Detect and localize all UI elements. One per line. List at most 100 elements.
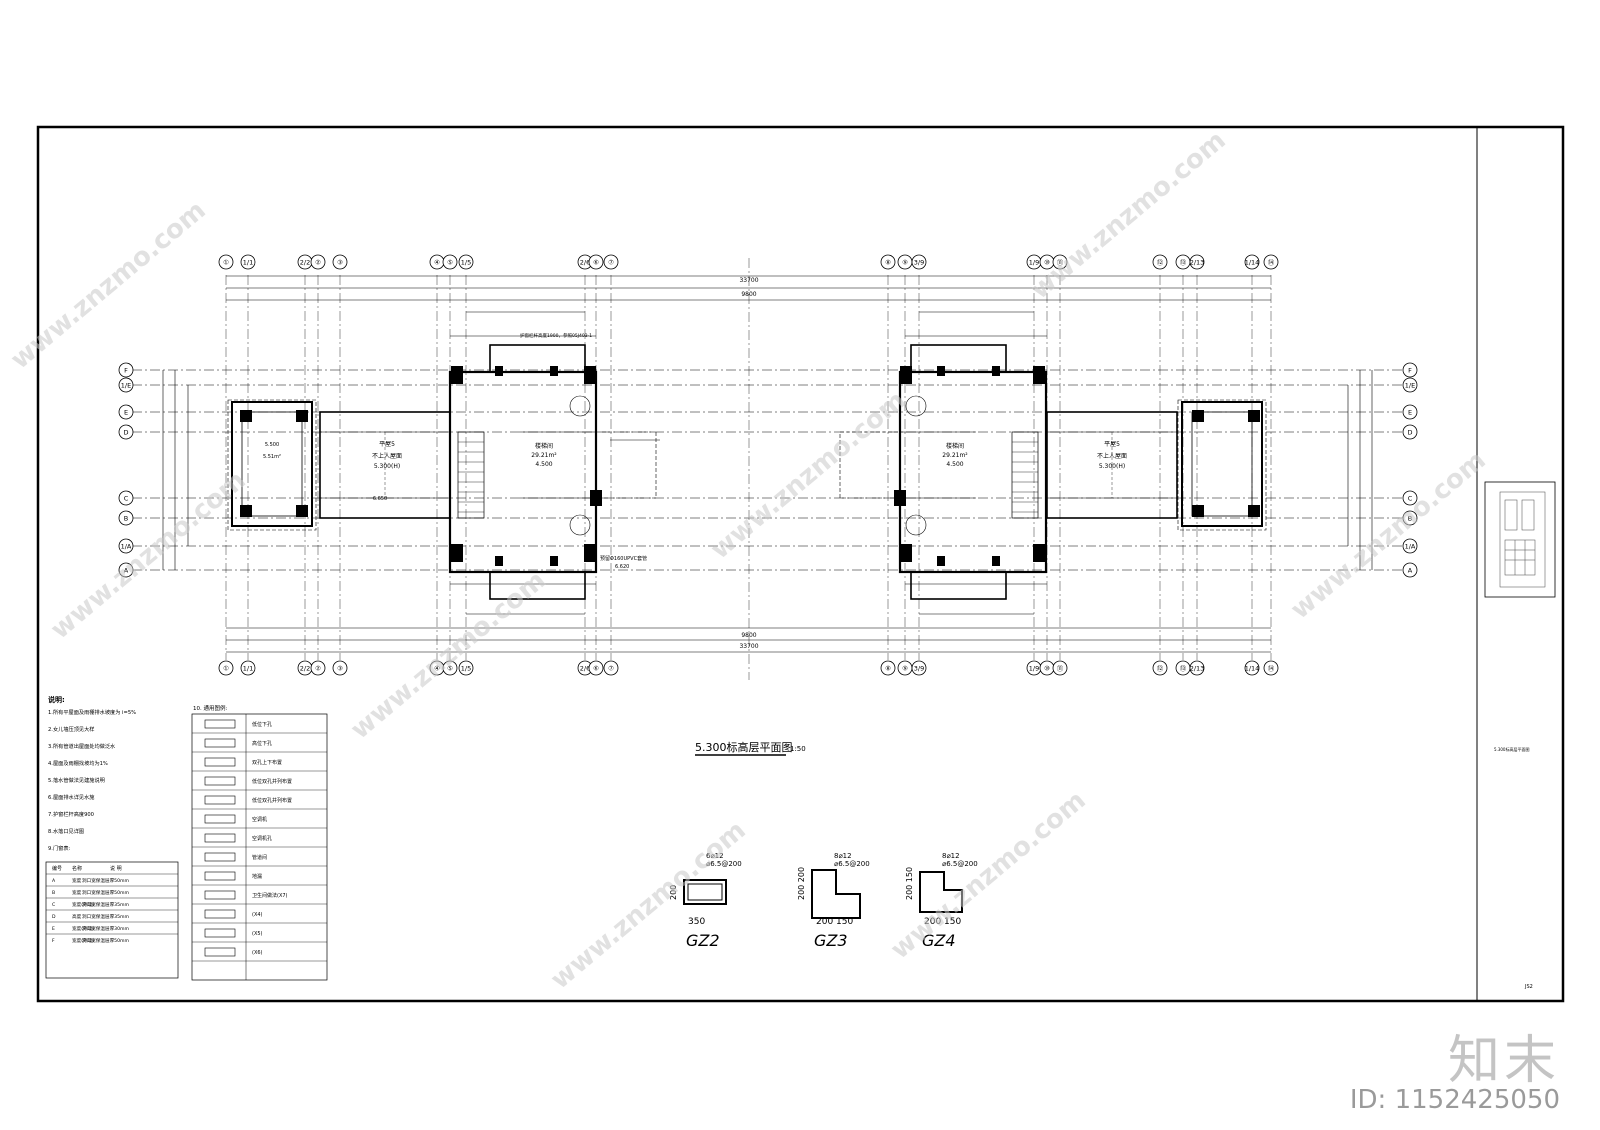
axis-bottom-left-3-label: ②	[315, 665, 321, 673]
axis-row-right-5: B	[1402, 510, 1418, 526]
axis-top-left-0-label: ①	[223, 259, 229, 267]
door-table-header: 说 明	[110, 865, 122, 872]
legend-symbol	[204, 776, 236, 786]
axis-bottom-right-3: 1/9	[1026, 660, 1042, 676]
section-height: 200 200	[797, 867, 806, 900]
axis-top-left-3-label: ②	[315, 259, 321, 267]
legend-item: 高位下孔	[252, 740, 272, 747]
axis-bottom-right-5-label: ⑪	[1057, 665, 1064, 673]
axis-bottom-left-1-label: 1/1	[243, 665, 253, 673]
axis-row-left-1-label: 1/E	[121, 382, 131, 390]
stair-elev-left: 4.500	[535, 461, 552, 468]
pipe-elev-left: 6.620	[615, 564, 629, 570]
section-height: 200	[669, 885, 678, 900]
door-table	[45, 861, 179, 979]
axis-bottom-right-1: ⑨	[897, 660, 913, 676]
legend-symbol	[204, 738, 236, 748]
door-table-cell: 洞口宽保温层厚35mm	[82, 901, 129, 908]
notes-block: 说明: 1.所有平屋面及雨棚排水坡度为 i=5%2.女儿墙压顶见大样3.所有管道…	[45, 695, 179, 979]
legend-item: 空调机	[252, 816, 267, 823]
axis-bottom-right-2-label: 3/9	[914, 665, 924, 673]
note-item: 3.所有管道出屋面处均做泛水	[48, 742, 116, 750]
axis-top-right-7: ⑬	[1175, 254, 1191, 270]
railing-note-left: 护窗栏杆高度1900，参照05J403-1	[520, 332, 592, 339]
axis-bottom-left-7-label: 1/5	[461, 665, 471, 673]
axis-bottom-left-9: ⑥	[588, 660, 604, 676]
legend-item: (X4)	[252, 912, 263, 918]
door-table-cell: 洞口宽保温层厚50mm	[82, 877, 129, 884]
section-name: GZ4	[922, 931, 956, 950]
note-item: 9.门窗表:	[48, 844, 71, 852]
legend-item: 卫生间做法(X7)	[252, 892, 288, 899]
stair-room-label-left: 楼梯间	[535, 442, 553, 450]
axis-row-left-4: C	[118, 490, 134, 506]
axis-top-right-5: ⑪	[1052, 254, 1068, 270]
axis-top-left-10-label: ⑦	[608, 259, 614, 267]
axis-top-left-5: ④	[429, 254, 445, 270]
axis-bottom-right-7-label: ⑬	[1180, 665, 1187, 673]
axis-bottom-right-10-label: ⑭	[1268, 665, 1275, 673]
axis-top-right-8-label: 2/13	[1190, 259, 1205, 267]
door-table-cell: 宽度(外墙)	[72, 901, 94, 908]
note-item: 4.屋面及雨棚找坡均为1%	[48, 759, 108, 767]
axis-top-left-9: ⑥	[588, 254, 604, 270]
small-room-elev-left: 5.500	[265, 442, 279, 448]
section-stirrup: ⌀6.5@200	[942, 860, 978, 868]
stair-area-left: 29.21m²	[531, 452, 557, 459]
axis-top-right-6-label: ⑫	[1157, 259, 1164, 267]
height-mark-left: 6.650	[373, 496, 387, 502]
axis-bottom-right-3-label: 1/9	[1029, 665, 1039, 673]
axis-bottom-right-6-label: ⑫	[1157, 665, 1164, 673]
plan-scale: 1:50	[790, 745, 806, 753]
site-watermark: www.znzmo.com	[1025, 125, 1231, 305]
door-table-cell: 洞口宽保温层厚50mm	[82, 889, 129, 896]
drawing-title: 5.300标高层平面图 1:50	[695, 740, 806, 756]
pipe-note-left: 预留Φ160UPVC套管	[600, 555, 647, 562]
section-width: 350	[688, 917, 705, 927]
door-table-cell: E	[52, 926, 55, 932]
site-watermark: www.znzmo.com	[705, 385, 911, 565]
axis-bottom-left-7: 1/5	[458, 660, 474, 676]
door-table-cell: 洞口宽保温层厚30mm	[82, 925, 129, 932]
axis-bottom-left-9-label: ⑥	[593, 665, 599, 673]
section-rebar: 8⌀12	[834, 852, 852, 860]
axis-top-right-9: 1/14	[1244, 254, 1260, 270]
site-watermark: www.znzmo.com	[345, 565, 551, 745]
note-item: 8.水落口见详图	[48, 827, 84, 835]
axis-top-right-4-label: ⑩	[1044, 259, 1050, 267]
axis-row-left-5-label: B	[124, 515, 128, 523]
axis-row-left-5: B	[118, 510, 134, 526]
axis-top-right-1: ⑨	[897, 254, 913, 270]
door-table-cell: B	[52, 890, 55, 896]
axis-row-left-6-label: 1/A	[121, 543, 132, 551]
title-thumbnail-frame	[1484, 481, 1556, 598]
legend-item: 低位双孔并列布置	[252, 797, 292, 804]
door-table-cell: A	[52, 878, 56, 884]
legend-symbol	[204, 852, 236, 862]
legend-symbol	[204, 928, 236, 938]
legend-symbol	[204, 871, 236, 881]
door-table-header: 编号	[52, 865, 62, 872]
plan-title: 5.300标高层平面图	[695, 740, 793, 754]
axis-top-right-0: ⑧	[880, 254, 896, 270]
legend-item: (X5)	[252, 931, 263, 937]
axis-row-left-6: 1/A	[118, 538, 134, 554]
brand-watermark: 知末	[1447, 1031, 1560, 1091]
axis-row-left-7: A	[118, 562, 134, 578]
axis-row-right-1: 1/E	[1402, 377, 1418, 393]
axis-bottom-right-4-label: ⑩	[1044, 665, 1050, 673]
legend-item: (X6)	[252, 950, 263, 956]
axis-top-right-1-label: ⑨	[902, 259, 908, 267]
axis-row-right-6-label: 1/A	[1405, 543, 1416, 551]
stair-room-label-right: 楼梯间	[946, 442, 964, 450]
axis-row-left-7-label: A	[124, 567, 129, 575]
axis-bottom-right-9-label: 1/14	[1245, 665, 1260, 673]
axis-bottom-left-5-label: ④	[434, 665, 440, 673]
legend-item: 地漏	[252, 873, 262, 880]
axis-row-left-2: E	[118, 404, 134, 420]
axis-top-left-1-label: 1/1	[243, 259, 253, 267]
floor-plan	[132, 258, 1402, 680]
section-rebar: 8⌀12	[942, 852, 960, 860]
title-thumb-label: 5.300标高层平面图	[1494, 746, 1529, 752]
